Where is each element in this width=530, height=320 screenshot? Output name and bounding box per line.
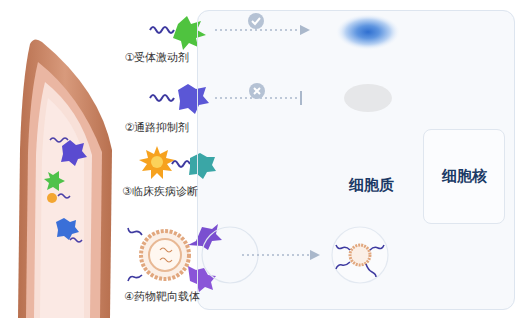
cytoplasm-region: 细胞质 细胞核 <box>197 10 515 310</box>
pass-arrow <box>215 29 308 31</box>
diagnosis-molecule <box>139 146 216 179</box>
check-icon <box>248 13 264 29</box>
molecule-label: ②通路抑制剂 <box>125 121 190 134</box>
cell-ring <box>332 227 388 283</box>
vessel-molecules <box>44 138 87 242</box>
nucleus-box: 细胞核 <box>423 129 505 224</box>
inhibitor-molecule <box>150 84 209 114</box>
inactive-cell <box>344 84 392 112</box>
target-ring <box>202 227 258 283</box>
liposome <box>128 224 222 292</box>
panel-ground <box>197 10 515 310</box>
uptake-arrow <box>242 254 318 256</box>
block-bar <box>300 91 302 105</box>
internalized-liposome <box>336 245 384 277</box>
molecule-label: ①受体激动剂 <box>125 51 190 64</box>
blood-vessel <box>18 39 112 318</box>
cross-icon <box>249 83 265 99</box>
region-label: 细胞核 <box>442 167 487 186</box>
region-label: 细胞质 <box>349 176 394 195</box>
activated-cell <box>336 14 400 50</box>
molecule-label: ④药物靶向载体 <box>124 290 200 303</box>
molecule-label: ③临床疾病诊断 <box>122 185 198 198</box>
